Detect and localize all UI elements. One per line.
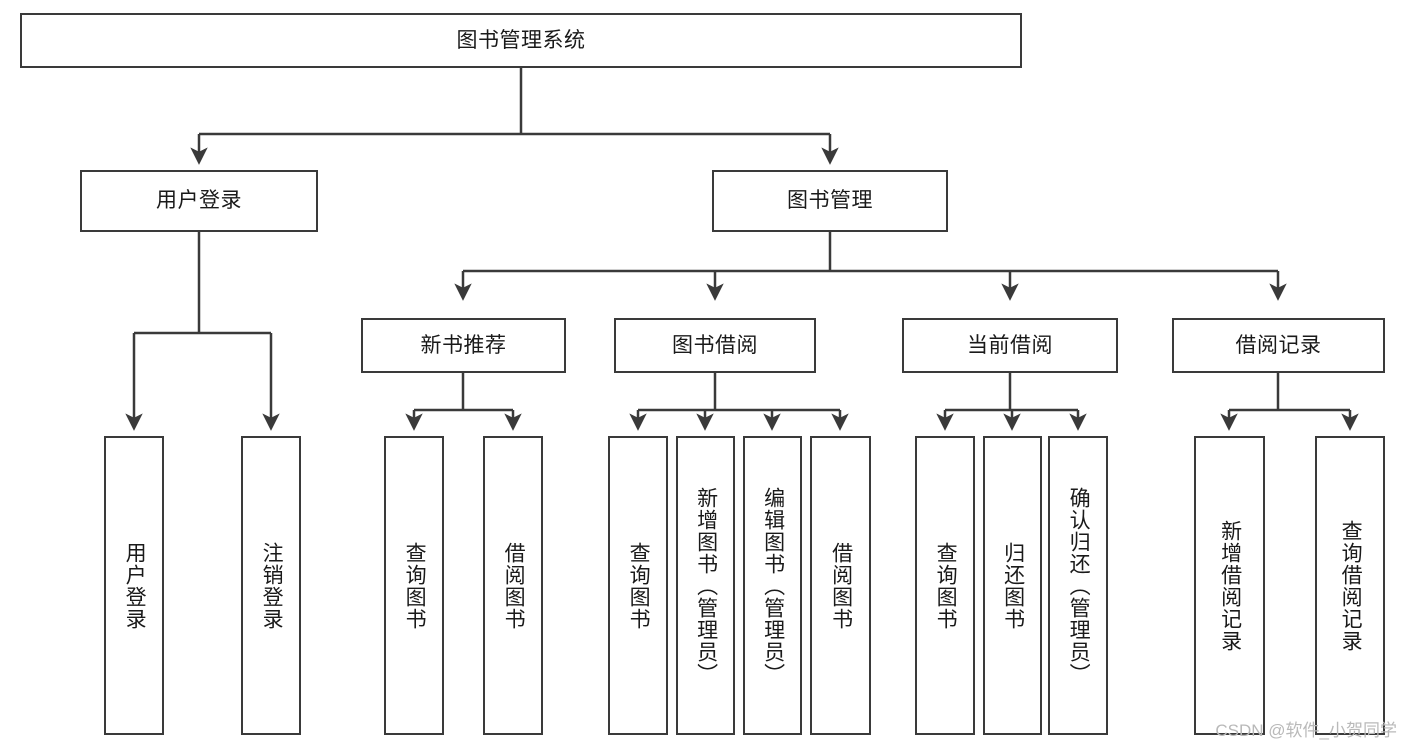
- node-current-borrow-label: 当前借阅: [967, 333, 1053, 357]
- node-leaf-query-book-1[interactable]: 查询图书: [384, 436, 444, 735]
- node-leaf-query-book-1-label: 查询图书: [403, 541, 427, 630]
- node-leaf-query-book-3[interactable]: 查询图书: [915, 436, 975, 735]
- node-borrow-record-label: 借阅记录: [1235, 333, 1322, 357]
- node-leaf-user-login[interactable]: 用户登录: [104, 436, 164, 735]
- node-leaf-confirm-return-label: 确认归还（管理员）: [1067, 486, 1091, 685]
- node-leaf-query-record[interactable]: 查询借阅记录: [1315, 436, 1385, 735]
- node-root-label: 图书管理系统: [456, 28, 586, 52]
- node-leaf-edit-book[interactable]: 编辑图书（管理员）: [743, 436, 802, 735]
- node-user-login[interactable]: 用户登录: [80, 170, 318, 232]
- node-leaf-borrow-book-2[interactable]: 借阅图书: [810, 436, 871, 735]
- node-leaf-return-book-label: 归还图书: [1001, 541, 1025, 630]
- node-current-borrow[interactable]: 当前借阅: [902, 318, 1118, 373]
- node-leaf-query-book-2-label: 查询图书: [627, 541, 651, 630]
- node-book-management-label: 图书管理: [787, 189, 873, 213]
- node-book-management[interactable]: 图书管理: [712, 170, 948, 232]
- node-book-borrow[interactable]: 图书借阅: [614, 318, 816, 373]
- node-leaf-user-login-label: 用户登录: [123, 541, 147, 630]
- node-leaf-edit-book-label: 编辑图书（管理员）: [761, 486, 785, 685]
- node-leaf-add-book-label: 新增图书（管理员）: [694, 486, 718, 685]
- node-leaf-return-book[interactable]: 归还图书: [983, 436, 1042, 735]
- node-leaf-add-record[interactable]: 新增借阅记录: [1194, 436, 1265, 735]
- node-leaf-add-book[interactable]: 新增图书（管理员）: [676, 436, 735, 735]
- node-leaf-logout-login-label: 注销登录: [260, 541, 284, 630]
- node-leaf-borrow-book-1-label: 借阅图书: [502, 541, 526, 630]
- node-new-book-recommend[interactable]: 新书推荐: [361, 318, 566, 373]
- node-borrow-record[interactable]: 借阅记录: [1172, 318, 1385, 373]
- node-leaf-borrow-book-2-label: 借阅图书: [829, 541, 853, 630]
- node-leaf-query-book-2[interactable]: 查询图书: [608, 436, 668, 735]
- node-leaf-query-record-label: 查询借阅记录: [1339, 519, 1363, 652]
- node-leaf-confirm-return[interactable]: 确认归还（管理员）: [1048, 436, 1108, 735]
- node-leaf-add-record-label: 新增借阅记录: [1218, 519, 1242, 652]
- node-user-login-label: 用户登录: [156, 189, 242, 213]
- node-leaf-borrow-book-1[interactable]: 借阅图书: [483, 436, 543, 735]
- node-leaf-logout-login[interactable]: 注销登录: [241, 436, 301, 735]
- node-new-book-recommend-label: 新书推荐: [420, 333, 507, 357]
- node-book-borrow-label: 图书借阅: [672, 333, 758, 357]
- node-leaf-query-book-3-label: 查询图书: [934, 541, 958, 630]
- node-root[interactable]: 图书管理系统: [20, 13, 1022, 68]
